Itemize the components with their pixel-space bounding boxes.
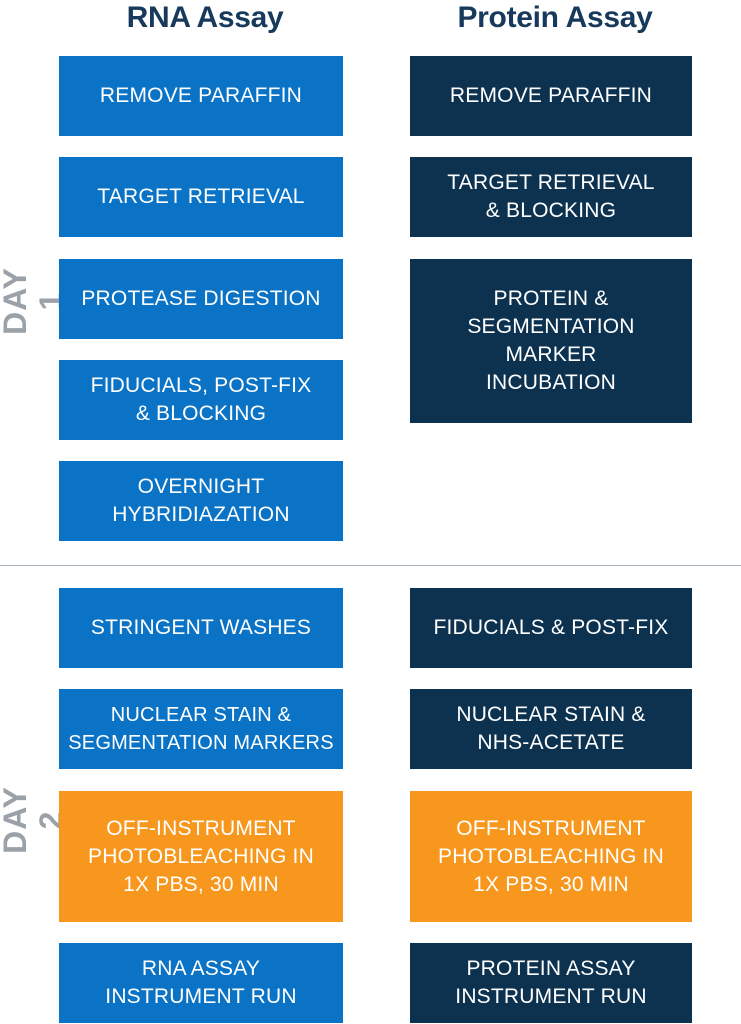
protein-step-remove-paraffin: REMOVE PARAFFIN [410,56,692,136]
rna-step-remove-paraffin: REMOVE PARAFFIN [59,56,343,136]
protein-step-marker-incubation: PROTEIN & SEGMENTATION MARKER INCUBATION [410,259,692,423]
rna-step-stringent-washes: STRINGENT WASHES [59,588,343,668]
day-divider [0,565,741,566]
rna-assay-header: RNA Assay [126,1,284,34]
rna-step-nuclear-stain-segmentation: NUCLEAR STAIN & SEGMENTATION MARKERS [59,689,343,769]
protein-step-instrument-run: PROTEIN ASSAY INSTRUMENT RUN [410,943,692,1023]
rna-step-instrument-run: RNA ASSAY INSTRUMENT RUN [59,943,343,1023]
protein-step-fiducials-postfix: FIDUCIALS & POST-FIX [410,588,692,668]
protein-step-target-retrieval-blocking: TARGET RETRIEVAL & BLOCKING [410,157,692,237]
protein-step-nuclear-stain-nhs: NUCLEAR STAIN & NHS-ACETATE [410,689,692,769]
rna-step-target-retrieval: TARGET RETRIEVAL [59,157,343,237]
day-1-label: DAY 1 [0,267,69,335]
protein-assay-header: Protein Assay [457,1,653,34]
rna-step-fiducials-postfix-blocking: FIDUCIALS, POST-FIX & BLOCKING [59,360,343,440]
rna-step-protease-digestion: PROTEASE DIGESTION [59,259,343,339]
rna-step-photobleaching: OFF-INSTRUMENT PHOTOBLEACHING IN 1X PBS,… [59,791,343,922]
rna-step-overnight-hybridization: OVERNIGHT HYBRIDIAZATION [59,461,343,541]
day-2-label: DAY 2 [0,786,69,854]
protein-step-photobleaching: OFF-INSTRUMENT PHOTOBLEACHING IN 1X PBS,… [410,791,692,922]
